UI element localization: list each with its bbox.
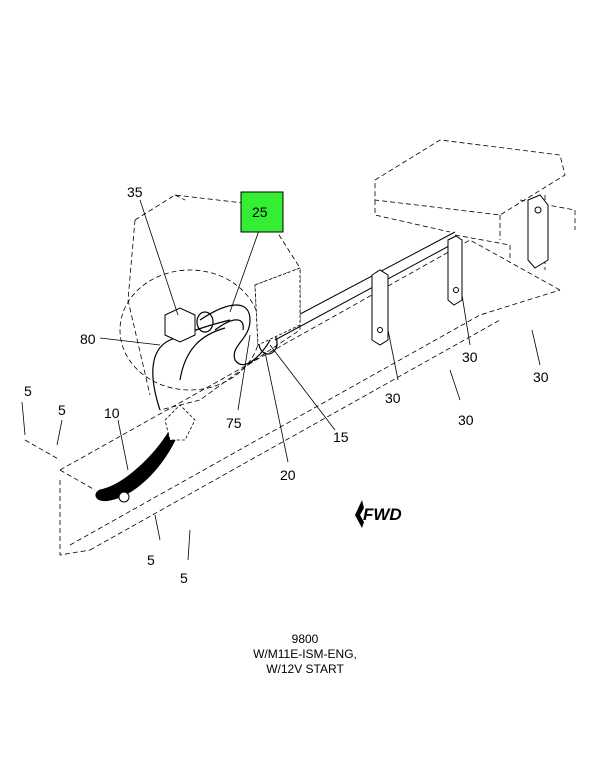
- leader-lines: [99, 199, 541, 471]
- engine-terminal-block: [254, 267, 301, 346]
- mount-bracket: [164, 307, 196, 343]
- upper-clip: [527, 194, 549, 269]
- callout-5-lower-right: 5: [180, 570, 188, 586]
- caption-line-1: 9800: [291, 632, 319, 646]
- callout-5-upper-left: 5: [24, 383, 32, 399]
- ground-strap: [95, 404, 196, 503]
- callout-30-mid-right: 30: [462, 349, 478, 365]
- callout-30-center: 30: [385, 390, 401, 406]
- forward-label: FWD: [363, 505, 402, 524]
- strap-brackets: [371, 235, 463, 346]
- callout-30-lower: 30: [458, 412, 474, 428]
- callout-5-upper-right: 5: [58, 402, 66, 418]
- callout-15: 15: [333, 429, 349, 445]
- callout-30-far-right: 30: [533, 369, 549, 385]
- forward-arrow-icon: [355, 500, 364, 528]
- forward-direction-indicator: FWD: [355, 500, 402, 528]
- frame-rail-outline: [24, 239, 561, 556]
- callout-20: 20: [280, 467, 296, 483]
- cable-bar: [269, 231, 461, 341]
- section-markers: [21, 401, 191, 561]
- callout-25: 25: [252, 204, 268, 220]
- caption-line-3: W/12V START: [266, 662, 344, 676]
- callout-75: 75: [226, 415, 242, 431]
- callout-10: 10: [104, 405, 120, 421]
- callout-80: 80: [80, 331, 96, 347]
- callout-5-lower-left: 5: [147, 552, 155, 568]
- callout-35: 35: [127, 184, 143, 200]
- figure-caption: 9800 W/M11E-ISM-ENG, W/12V START: [0, 632, 610, 677]
- highlight-box-25: [240, 191, 284, 233]
- caption-line-2: W/M11E-ISM-ENG,: [253, 647, 357, 661]
